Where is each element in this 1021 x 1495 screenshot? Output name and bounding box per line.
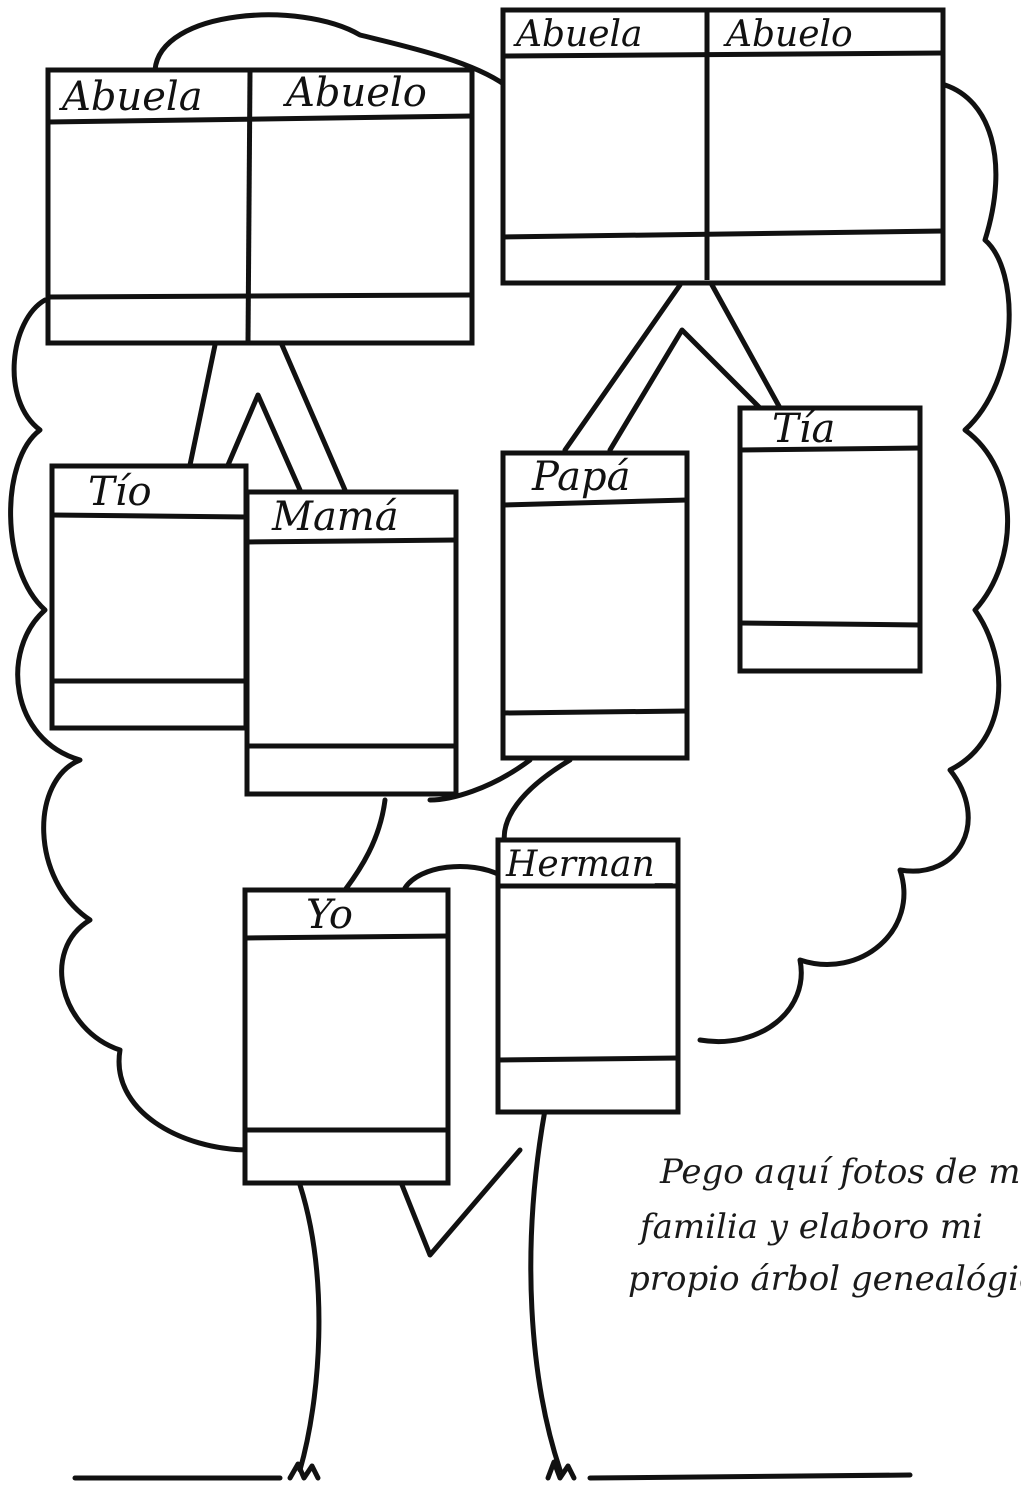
branch-center	[427, 757, 533, 803]
branch-yo	[342, 797, 388, 893]
tio-label: Tío	[88, 469, 152, 515]
herman-label: Herman_	[505, 844, 673, 885]
branch-right-inner	[607, 327, 763, 453]
right-grandparents-frame: Abuela Abuelo	[500, 7, 946, 286]
tree-trunk-right	[528, 1107, 563, 1473]
tio-frame: Tío	[49, 463, 249, 731]
right-abuelo-label: Abuelo	[723, 14, 853, 55]
branch-right-outer-a	[562, 282, 683, 453]
branch-left-inner-b	[279, 342, 348, 493]
papa-label: Papá	[531, 454, 630, 500]
instruction-line-3: propio árbol genealógico	[628, 1259, 1021, 1299]
tree-canopy-outline	[8, 12, 1012, 1153]
tia-frame: Tía	[737, 405, 923, 674]
branch-center-b	[501, 757, 573, 848]
tia-label: Tía	[772, 406, 835, 452]
herman-frame: Herman_	[495, 837, 681, 1115]
instruction-line-2: familia y elaboro mi	[637, 1207, 983, 1247]
mama-frame: Mamá	[244, 489, 459, 797]
branch-right-outer-b	[709, 282, 783, 411]
yo-label: Yo	[306, 892, 353, 938]
instruction-note: Pego aquí fotos de mi familia y elaboro …	[628, 1152, 1021, 1299]
grass-left	[287, 1461, 321, 1481]
left-grandparents-frame: Abuela Abuelo	[45, 67, 475, 346]
left-abuela-label: Abuela	[58, 74, 203, 120]
tree-trunk-left	[297, 1182, 322, 1473]
right-abuela-label: Abuela	[513, 14, 643, 55]
branch-left-outer	[187, 342, 218, 468]
branch-yo-b	[402, 863, 503, 891]
left-abuelo-label: Abuelo	[282, 70, 427, 116]
branch-left-inner-a	[225, 392, 303, 493]
mama-label: Mamá	[271, 494, 399, 540]
grass-right	[545, 1459, 577, 1481]
papa-frame: Papá	[500, 450, 690, 761]
tree-trunk-fork	[397, 1147, 523, 1258]
yo-frame: Yo	[242, 887, 451, 1186]
instruction-line-1: Pego aquí fotos de mi	[659, 1152, 1021, 1192]
ground-line-right	[587, 1472, 913, 1481]
